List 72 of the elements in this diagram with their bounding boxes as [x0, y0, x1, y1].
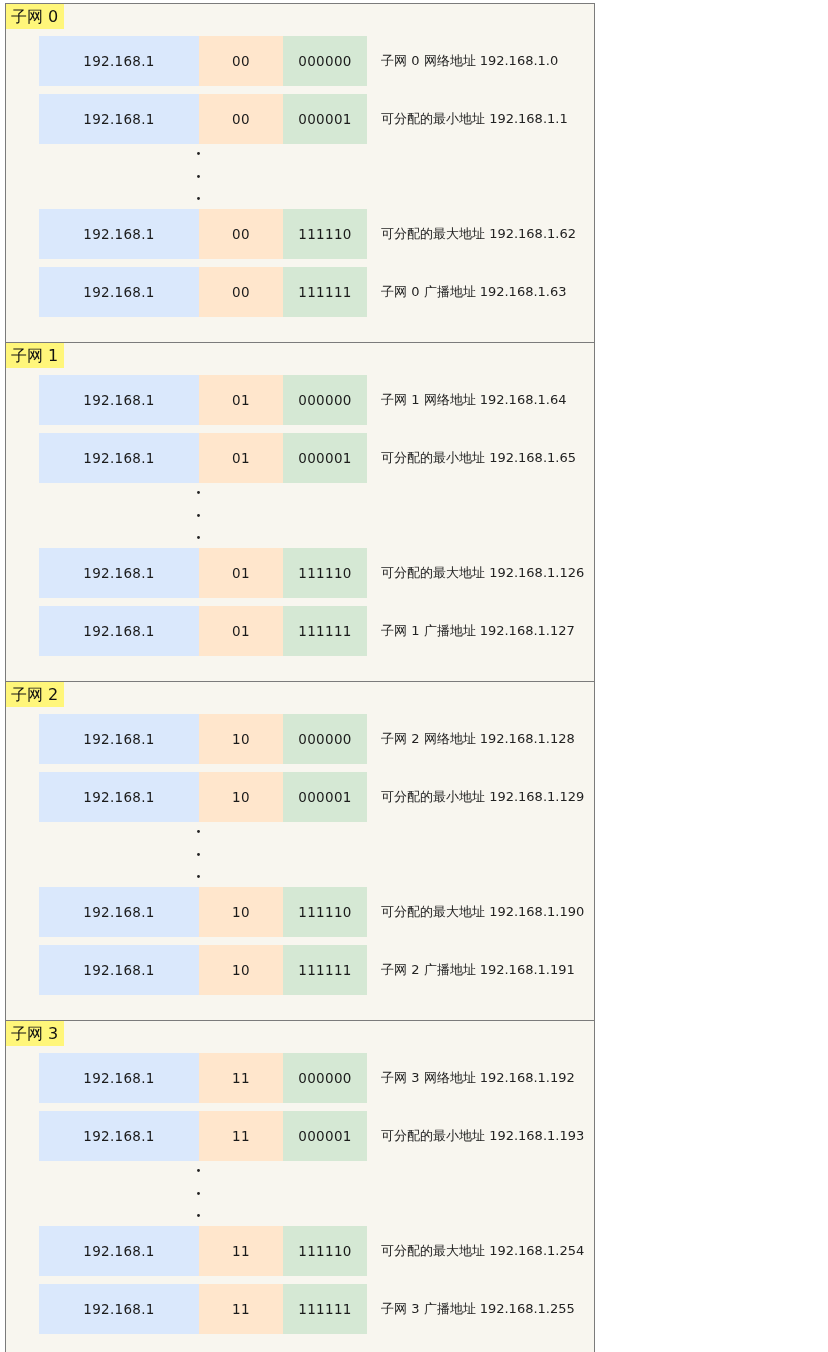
subnet-bits-segment: 00: [199, 267, 283, 317]
subnet-heading: 子网 3: [6, 1021, 65, 1046]
network-prefix-segment: 192.168.1: [39, 433, 199, 483]
network-prefix-segment: 192.168.1: [39, 36, 199, 86]
subnet-bits-segment: 00: [199, 36, 283, 86]
address-description: 可分配的最小地址 192.168.1.65: [381, 449, 576, 467]
network-prefix-segment: 192.168.1: [39, 375, 199, 425]
network-prefix-segment: 192.168.1: [39, 887, 199, 937]
subnet-panel: [5, 1020, 595, 1352]
network-prefix-segment: 192.168.1: [39, 94, 199, 144]
network-prefix-segment: 192.168.1: [39, 1284, 199, 1334]
address-description: 子网 0 广播地址 192.168.1.63: [381, 283, 567, 301]
subnet-bits-segment: 01: [199, 606, 283, 656]
address-description: 可分配的最大地址 192.168.1.126: [381, 564, 585, 582]
host-bits-segment: 111111: [283, 267, 367, 317]
host-bits-segment: 000000: [283, 714, 367, 764]
subnet-heading: 子网 1: [6, 343, 65, 368]
address-description: 可分配的最大地址 192.168.1.254: [381, 1242, 585, 1260]
host-bits-segment: 111110: [283, 1226, 367, 1276]
network-prefix-segment: 192.168.1: [39, 772, 199, 822]
address-description: 可分配的最小地址 192.168.1.129: [381, 788, 585, 806]
host-bits-segment: 111111: [283, 1284, 367, 1334]
network-prefix-segment: 192.168.1: [39, 1111, 199, 1161]
network-prefix-segment: 192.168.1: [39, 548, 199, 598]
address-description: 可分配的最大地址 192.168.1.190: [381, 903, 585, 921]
subnet-bits-segment: 11: [199, 1226, 283, 1276]
address-description: 可分配的最小地址 192.168.1.193: [381, 1127, 585, 1145]
address-description: 子网 1 网络地址 192.168.1.64: [381, 391, 567, 409]
network-prefix-segment: 192.168.1: [39, 209, 199, 259]
host-bits-segment: 000000: [283, 1053, 367, 1103]
subnet-panel: [5, 3, 595, 343]
subnet-bits-segment: 00: [199, 94, 283, 144]
address-description: 子网 3 网络地址 192.168.1.192: [381, 1069, 575, 1087]
address-description: 可分配的最小地址 192.168.1.1: [381, 110, 568, 128]
address-description: 子网 2 网络地址 192.168.1.128: [381, 730, 575, 748]
host-bits-segment: 111111: [283, 606, 367, 656]
host-bits-segment: 111110: [283, 548, 367, 598]
subnet-bits-segment: 10: [199, 945, 283, 995]
subnet-bits-segment: 11: [199, 1284, 283, 1334]
host-bits-segment: 111110: [283, 209, 367, 259]
host-bits-segment: 000000: [283, 36, 367, 86]
host-bits-segment: 000000: [283, 375, 367, 425]
subnet-bits-segment: 00: [199, 209, 283, 259]
network-prefix-segment: 192.168.1: [39, 1053, 199, 1103]
subnet-heading: 子网 2: [6, 682, 65, 707]
subnet-bits-segment: 10: [199, 887, 283, 937]
subnet-panel: [5, 681, 595, 1021]
host-bits-segment: 000001: [283, 772, 367, 822]
network-prefix-segment: 192.168.1: [39, 606, 199, 656]
address-description: 子网 3 广播地址 192.168.1.255: [381, 1300, 575, 1318]
network-prefix-segment: 192.168.1: [39, 1226, 199, 1276]
address-description: 子网 0 网络地址 192.168.1.0: [381, 52, 559, 70]
host-bits-segment: 000001: [283, 433, 367, 483]
subnet-panel: [5, 342, 595, 682]
address-description: 子网 1 广播地址 192.168.1.127: [381, 622, 575, 640]
subnet-heading: 子网 0: [6, 4, 65, 29]
host-bits-segment: 111111: [283, 945, 367, 995]
subnet-bits-segment: 10: [199, 772, 283, 822]
network-prefix-segment: 192.168.1: [39, 714, 199, 764]
host-bits-segment: 111110: [283, 887, 367, 937]
network-prefix-segment: 192.168.1: [39, 267, 199, 317]
subnet-bits-segment: 01: [199, 548, 283, 598]
subnet-bits-segment: 11: [199, 1111, 283, 1161]
subnet-bits-segment: 11: [199, 1053, 283, 1103]
subnet-bits-segment: 01: [199, 433, 283, 483]
subnet-bits-segment: 10: [199, 714, 283, 764]
address-description: 可分配的最大地址 192.168.1.62: [381, 225, 576, 243]
host-bits-segment: 000001: [283, 94, 367, 144]
subnet-bits-segment: 01: [199, 375, 283, 425]
network-prefix-segment: 192.168.1: [39, 945, 199, 995]
address-description: 子网 2 广播地址 192.168.1.191: [381, 961, 575, 979]
host-bits-segment: 000001: [283, 1111, 367, 1161]
